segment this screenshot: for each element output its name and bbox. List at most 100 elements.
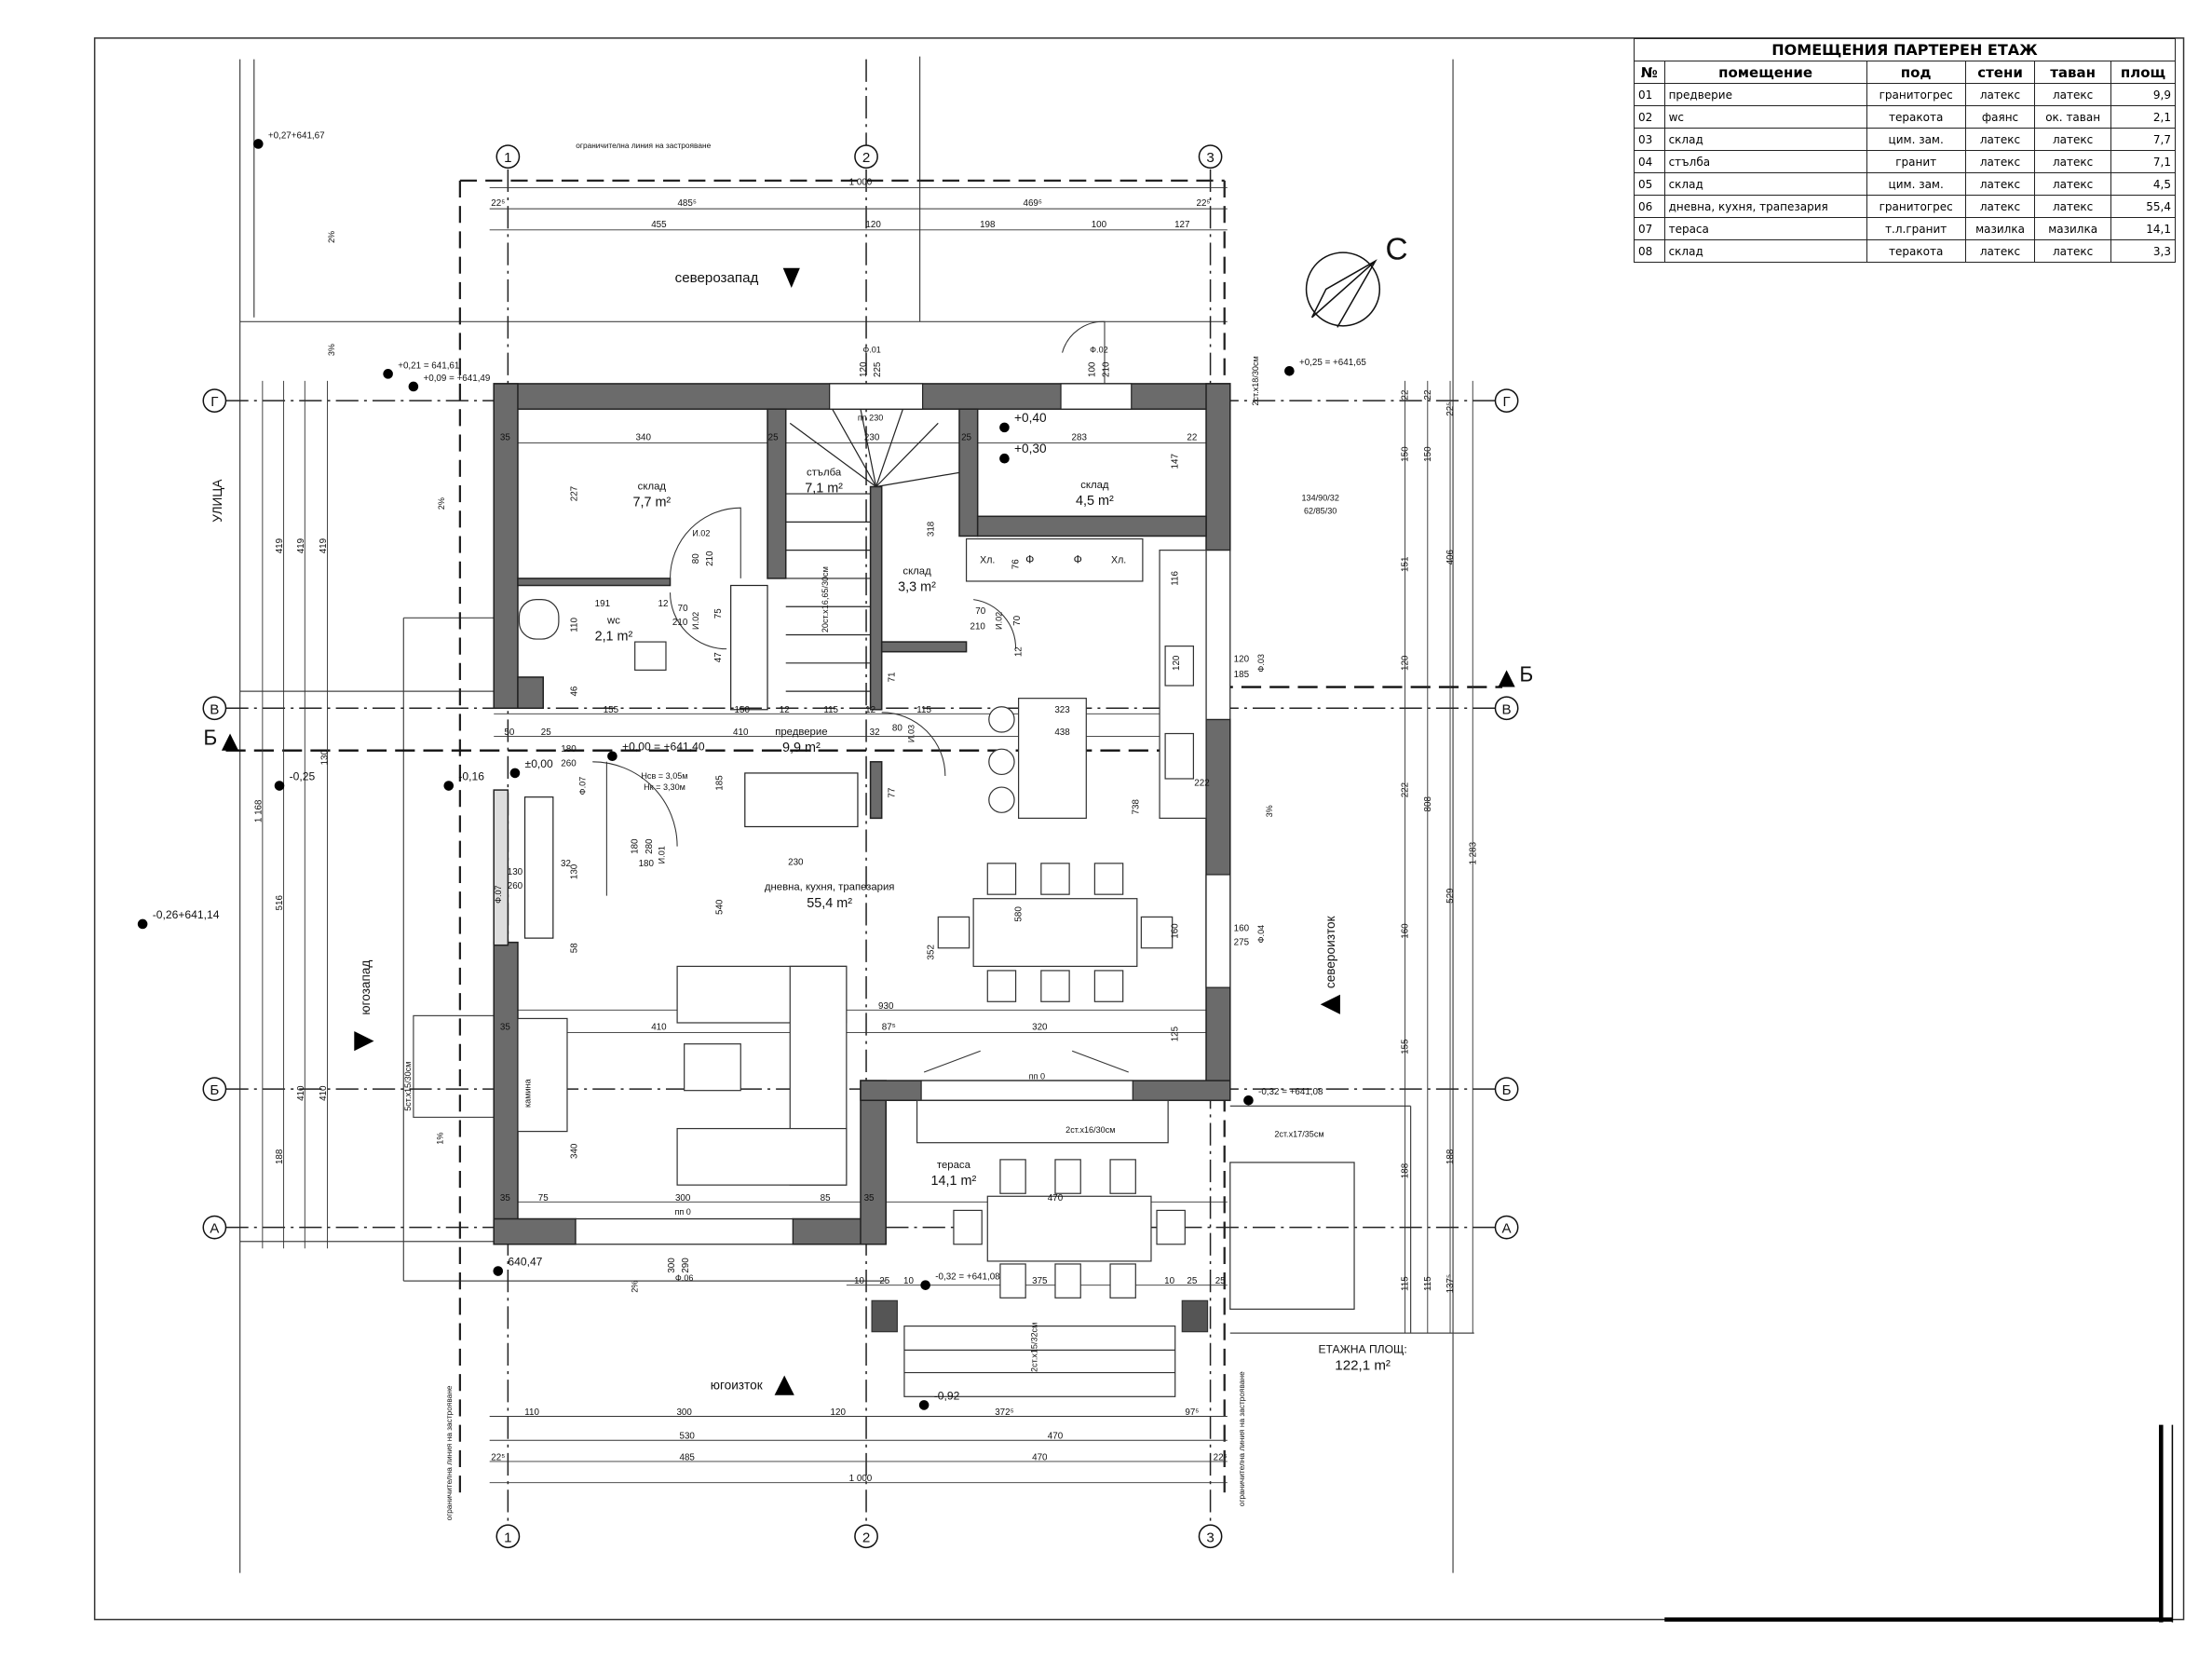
elevation-marker-icon: [509, 768, 521, 779]
elevation-marker-icon: [383, 369, 393, 379]
dimension-label: 22⁵: [1196, 198, 1210, 209]
dimension-label: 75: [713, 608, 724, 619]
sofa: [676, 1127, 848, 1186]
dimension-label: 130: [570, 863, 580, 879]
fireplace: [517, 1017, 568, 1133]
axis-bubble: [1494, 1215, 1519, 1240]
cell-number: 04: [1634, 150, 1665, 173]
cell-area: 2,1: [2110, 105, 2176, 129]
dimension-label: 470: [1048, 1193, 1064, 1203]
room-name: склад: [638, 482, 667, 493]
cell-number: 05: [1634, 172, 1665, 196]
elevation-markers: [137, 139, 1295, 1410]
note-label: 2ст.х15/32см: [1029, 1323, 1038, 1372]
axis-bubble: [1198, 144, 1223, 169]
room-area: 7,1 m²: [805, 482, 843, 496]
dimension-label: 1 283: [1468, 841, 1478, 864]
dimension-label: 110: [524, 1407, 539, 1418]
dimension-label: 32: [561, 859, 571, 869]
furniture: [517, 537, 1355, 1397]
axis-label-row: А: [210, 1221, 220, 1237]
note-label: пп 230: [858, 413, 884, 422]
dimension-label: 22⁵: [1445, 402, 1456, 416]
dimension-label: 35: [864, 1193, 875, 1203]
axis-bubble: [202, 696, 227, 721]
dimension-label: 12: [780, 705, 790, 715]
note-label: Ф: [1074, 552, 1082, 565]
note-label: 5ст.х15/30см: [403, 1061, 413, 1110]
axis-bubble: [202, 1215, 227, 1240]
dimension-label: 419: [319, 538, 329, 553]
axis-label-column: 2: [862, 150, 870, 166]
dimension-label: 410: [319, 1085, 329, 1101]
dimension-label: 32: [870, 728, 880, 738]
cell-area: 7,7: [2110, 128, 2176, 151]
cell-floor: т.л.гранит: [1866, 217, 1966, 240]
dimension-label: 340: [636, 433, 652, 443]
dimension-label: 155: [1401, 1039, 1411, 1054]
note-label: 62/85/30: [1304, 506, 1337, 515]
dimension-label: 120: [1401, 655, 1411, 671]
note-label: пп 0: [1029, 1072, 1045, 1081]
note-label: И.02: [994, 612, 1003, 630]
axis-bubble: [495, 144, 521, 169]
cell-ceiling: латекс: [2034, 195, 2111, 218]
room-name: предверие: [775, 727, 827, 738]
axis-label-row: В: [210, 701, 219, 717]
col-header-number: №: [1634, 61, 1665, 84]
axis-bubble: [495, 1524, 521, 1549]
dimension-label: 188: [1445, 1149, 1456, 1164]
dimension-label: 22⁵: [491, 198, 505, 209]
dimension-label: 185: [715, 775, 726, 791]
elevation-marker-icon: [274, 781, 285, 791]
dimension-label: 127: [1174, 220, 1189, 230]
dimension-label: 130: [320, 750, 331, 766]
section-line: [225, 686, 1503, 752]
note-label: Ф.01: [862, 346, 881, 355]
cell-area: 3,3: [2110, 239, 2176, 263]
north-label: С: [1385, 233, 1407, 267]
cell-number: 06: [1634, 195, 1665, 218]
dimension-label: 808: [1423, 796, 1433, 812]
elevation-marker-icon: [999, 422, 1010, 433]
dimension-label: 300: [667, 1258, 677, 1273]
dimension-label: 485⁵: [677, 198, 696, 209]
cell-floor: цим. зам.: [1866, 172, 1966, 196]
cell-area: 9,9: [2110, 83, 2176, 106]
axis-bubble: [1494, 1077, 1519, 1102]
title-block-lines: [1664, 1424, 2174, 1623]
note-label: И.03: [907, 725, 916, 742]
dimension-label: 35: [500, 433, 510, 443]
note-label: 2%: [327, 231, 336, 243]
axis-label-column: 1: [504, 1530, 511, 1545]
dimension-label: 516: [275, 895, 285, 911]
cell-room: склад: [1663, 172, 1867, 196]
axis-label-row: Б: [210, 1082, 219, 1098]
note-label: ограничителна линия на застрояване: [1237, 1371, 1246, 1506]
dimension-label: 210: [672, 618, 688, 628]
dimension-label: 180: [561, 744, 577, 755]
dimension-lines: [262, 186, 1473, 1484]
note-label: 2%: [631, 1281, 640, 1293]
axis-label-column: 3: [1206, 1530, 1214, 1545]
axis-bubble: [1494, 696, 1519, 721]
note-label: И.02: [691, 612, 700, 630]
note-label: Хл.: [980, 554, 995, 565]
dimension-label: 22: [1423, 390, 1433, 401]
section-label: Б: [203, 726, 217, 750]
dimension-label: 110: [570, 618, 580, 632]
dimension-label: 120: [1172, 655, 1182, 671]
note-label: 3%: [1265, 805, 1274, 817]
elevation-marker-icon: [1284, 366, 1295, 376]
dimension-label: 372⁵: [995, 1407, 1013, 1418]
dimension-label: 438: [1054, 728, 1070, 738]
dimension-label: 160: [1234, 924, 1250, 934]
elevation-label: -0,92: [934, 1389, 960, 1402]
sheet-border: [93, 37, 2185, 1621]
elevation-marker-icon: [253, 139, 264, 149]
cell-ceiling: латекс: [2034, 150, 2111, 173]
axis-bubble: [854, 1524, 878, 1549]
dimension-label: 115: [823, 705, 838, 715]
